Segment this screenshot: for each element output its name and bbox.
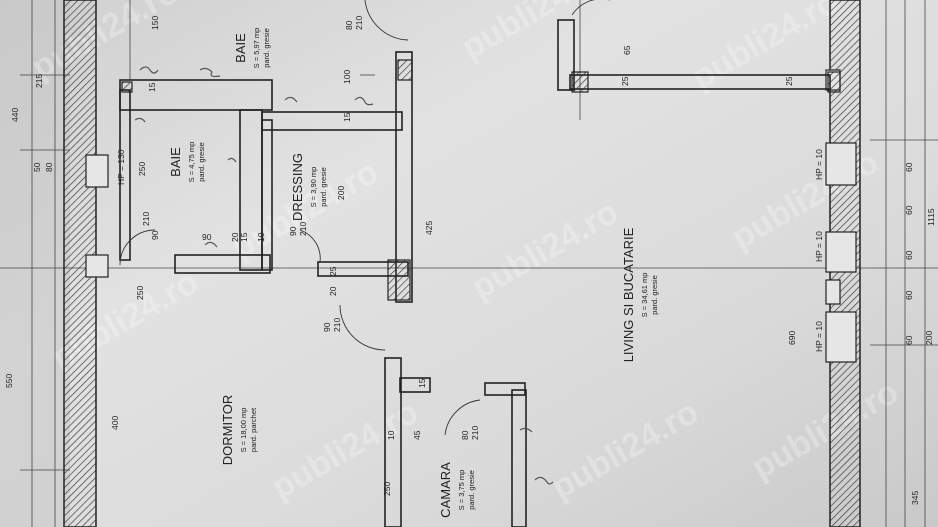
- window-label: HP = 10: [814, 231, 824, 262]
- dimension-label: 60: [904, 250, 914, 260]
- room-name: CAMARA: [438, 462, 453, 518]
- dimension-label: 345: [910, 491, 920, 505]
- dimension-label: 690: [787, 331, 797, 345]
- dimension-label: 210: [141, 212, 151, 226]
- dimension-label: 80: [44, 162, 54, 172]
- dimension-label: 25: [620, 76, 630, 86]
- window-label: HP = 10: [814, 149, 824, 180]
- dimension-label: 60: [904, 290, 914, 300]
- room-dressing: DRESSING S = 3,90 mp pard. gresie: [290, 153, 328, 221]
- window-living-2: [825, 231, 857, 273]
- dimension-label: 90: [322, 322, 332, 332]
- room-baie-2: BAIE S = 5,97 mp pard. gresie: [233, 28, 271, 69]
- dimension-label: 25: [328, 266, 338, 276]
- room-name: DORMITOR: [220, 395, 235, 466]
- room-living: LIVING SI BUCATARIE S = 34,61 mp pard. g…: [621, 227, 659, 362]
- dimension-label: 10: [386, 430, 396, 440]
- room-area: S = 4,75 mp: [187, 142, 196, 183]
- dimension-label: 50: [32, 162, 42, 172]
- window-label: HP = 130: [116, 149, 126, 185]
- dimension-label: 15: [147, 82, 157, 92]
- window-dormitor-top: [85, 154, 109, 188]
- dimension-label: 210: [298, 222, 308, 236]
- window-labels: HP = 130 HP = 10 HP = 10 HP = 10: [116, 149, 824, 352]
- door-swings: [119, 0, 610, 436]
- dimension-label: 250: [135, 286, 145, 300]
- dimension-label: 45: [412, 430, 422, 440]
- room-area: S = 34,61 mp: [640, 273, 649, 318]
- dimension-label: 60: [904, 162, 914, 172]
- room-name: LIVING SI BUCATARIE: [621, 227, 636, 362]
- dimension-label: 550: [4, 374, 14, 388]
- dimension-label: 15: [342, 112, 352, 122]
- dimension-label: 200: [924, 331, 934, 345]
- room-camara: CAMARA S = 3,75 mp pard. gresie: [438, 462, 476, 518]
- room-floor: pard. parchet: [249, 407, 258, 452]
- room-area: S = 3,75 mp: [457, 470, 466, 511]
- dimension-label: 425: [424, 221, 434, 235]
- dimension-labels: 550 440 215 50 80 400 250 150 210 90 90 …: [4, 16, 936, 505]
- hand-marks: [134, 66, 554, 485]
- dimension-label: 1115: [926, 208, 936, 226]
- dimension-label: 210: [470, 426, 480, 440]
- window-dormitor-bottom: [85, 254, 109, 278]
- room-floor: pard. gresie: [197, 142, 206, 182]
- room-dormitor: DORMITOR S = 18,00 mp pard. parchet: [220, 395, 258, 466]
- dimension-label: 210: [332, 318, 342, 332]
- room-area: S = 18,00 mp: [239, 408, 248, 453]
- dimension-label: 90: [150, 230, 160, 240]
- window-living-3: [825, 311, 857, 363]
- room-name: DRESSING: [290, 153, 305, 221]
- paper-fold: [0, 0, 70, 527]
- dimension-label: 440: [10, 108, 20, 122]
- room-area: S = 5,97 mp: [252, 28, 261, 69]
- dimension-label: 90: [288, 226, 298, 236]
- dimension-label: 20: [328, 286, 338, 296]
- pillars: [121, 59, 841, 301]
- dimension-label: 20: [230, 232, 240, 242]
- dimension-label: 90: [202, 232, 212, 242]
- dimension-label: 200: [336, 186, 346, 200]
- dimension-label: 250: [137, 162, 147, 176]
- room-name: BAIE: [168, 147, 183, 177]
- dimension-label: 15: [239, 232, 249, 242]
- dimension-label: 210: [354, 16, 364, 30]
- dimension-label: 100: [342, 70, 352, 84]
- room-floor: pard. gresie: [319, 167, 328, 207]
- room-floor: pard. gresie: [467, 470, 476, 510]
- room-floor: pard. gresie: [262, 28, 271, 68]
- room-floor: pard. gresie: [650, 275, 659, 315]
- dimension-label: 60: [904, 335, 914, 345]
- window-label: HP = 10: [814, 321, 824, 352]
- dimension-label: 15: [417, 378, 427, 388]
- dimension-label: 150: [150, 16, 160, 30]
- dimension-label: 400: [110, 416, 120, 430]
- window-living-1: [825, 142, 857, 186]
- dimension-label: 80: [460, 430, 470, 440]
- dimension-label: 215: [34, 74, 44, 88]
- dimension-label: 80: [344, 20, 354, 30]
- dimension-label: 60: [904, 205, 914, 215]
- dimension-label: 10: [256, 232, 266, 242]
- room-area: S = 3,90 mp: [309, 167, 318, 208]
- dimension-label: 65: [622, 45, 632, 55]
- room-name: BAIE: [233, 33, 248, 63]
- dimension-label: 250: [382, 482, 392, 496]
- dimension-label: 25: [784, 76, 794, 86]
- room-baie: BAIE S = 4,75 mp pard. gresie: [168, 142, 206, 183]
